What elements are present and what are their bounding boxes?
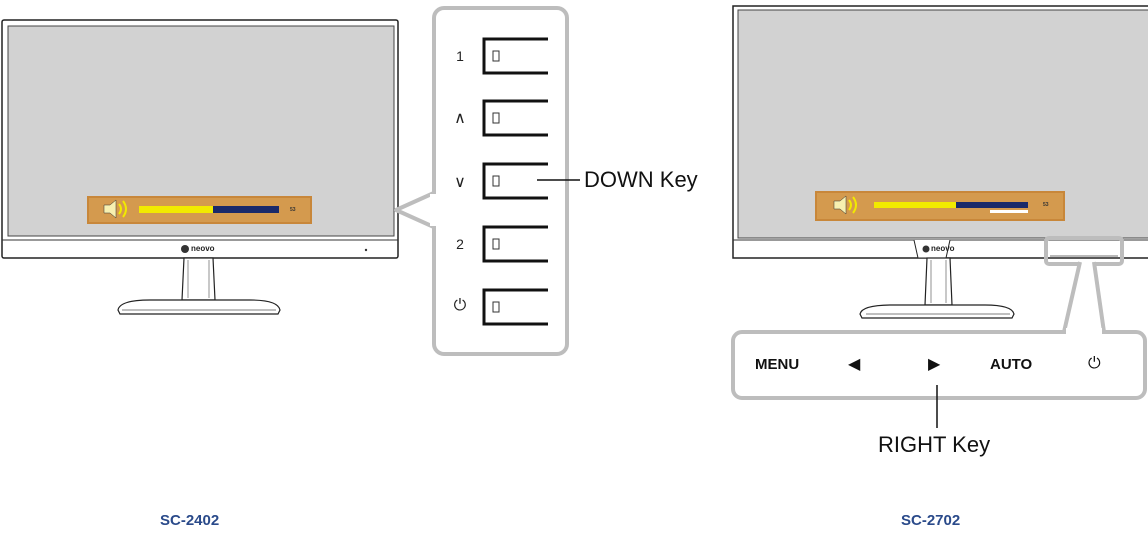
sc2402-key-2-button[interactable]: [484, 227, 548, 261]
sc2402-key-panel: [432, 6, 569, 356]
sc2402-key-buttons: [482, 37, 548, 326]
sc2402-key-1-button[interactable]: [484, 39, 548, 73]
sc2702-logo-icon: [922, 245, 930, 253]
sc2402-key-2-label: 2: [456, 236, 464, 252]
sc2402-brand-label: neovo: [191, 244, 215, 253]
sc2402-logo-icon: [181, 245, 189, 253]
sc2402-monitor: [1, 19, 399, 315]
sc2402-key-1-label: 1: [456, 48, 464, 64]
sc2702-monitor: [732, 5, 1148, 319]
right-arrow-button[interactable]: ▶: [928, 356, 941, 373]
sc2702-brand-label: neovo: [931, 244, 955, 253]
sc2702-volume-value: 53: [1043, 202, 1049, 208]
sc2402-stand-neck: [181, 257, 216, 301]
up-arrow-icon: ∧: [454, 110, 466, 127]
sc2702-volume-fill: [874, 202, 956, 208]
sc2402-model-caption: SC-2402: [160, 512, 220, 529]
sc2702-stand-neck: [924, 257, 953, 306]
sc2402-up-button[interactable]: [484, 101, 548, 135]
sc2702-model-caption: SC-2702: [901, 512, 961, 529]
down-arrow-icon: ∨: [454, 174, 466, 191]
left-arrow-button[interactable]: ◀: [848, 356, 861, 373]
sc2402-stand-base: [117, 299, 281, 315]
sc2402-volume-value: 53: [290, 207, 296, 213]
sc2702-speaker-icon: [833, 195, 857, 215]
power-button-icon[interactable]: ⏻: [1088, 355, 1101, 372]
sc2402-volume-fill: [139, 206, 213, 213]
auto-button[interactable]: AUTO: [990, 356, 1033, 373]
sc2702-callout-pointer: [1062, 261, 1106, 334]
sc2402-power-button[interactable]: [484, 290, 548, 324]
right-key-callout-label: RIGHT Key: [878, 432, 991, 457]
sc2402-down-button[interactable]: [484, 164, 548, 198]
sc2702-key-bar: [731, 330, 1147, 400]
down-key-callout-label: DOWN Key: [584, 167, 698, 192]
power-icon: ⏻: [453, 297, 467, 314]
sc2402-speaker-icon: [103, 199, 127, 219]
sc2702-stand-base: [859, 304, 1015, 319]
menu-button[interactable]: MENU: [755, 356, 800, 373]
